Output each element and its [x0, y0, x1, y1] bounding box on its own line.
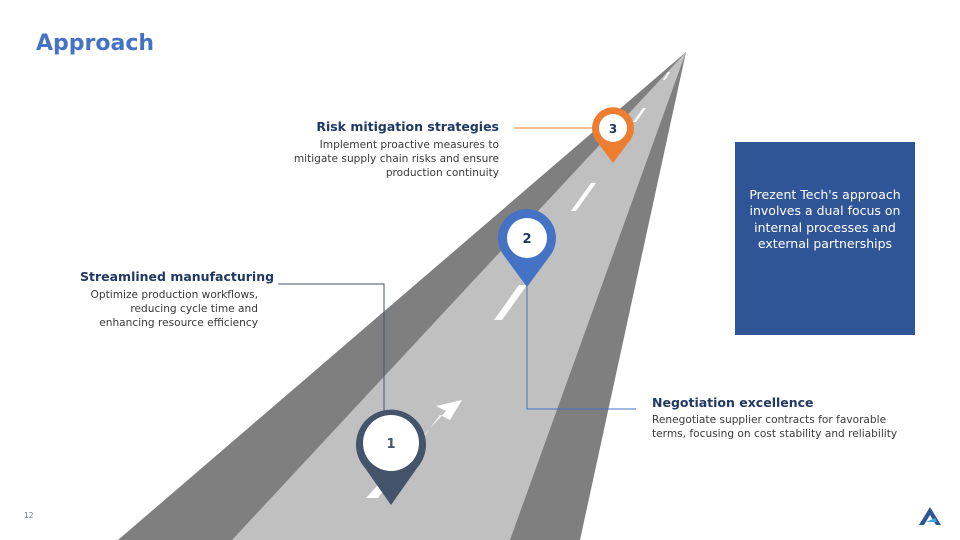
- step-3-text: Risk mitigation strategies Implement pro…: [294, 119, 499, 181]
- step-1-description: Optimize production workflows, reducing …: [91, 288, 258, 331]
- lane-dash: [494, 285, 527, 320]
- step-3-line: mitigate supply chain risks and ensure: [293, 153, 499, 166]
- callout-box: Prezent Tech's approach involves a dual …: [735, 142, 915, 335]
- step-2-line: terms, focusing on cost stability and re…: [652, 428, 898, 441]
- connector-line-1: [278, 283, 385, 412]
- slide-title: Approach: [36, 31, 155, 56]
- step-1-line: enhancing resource efficiency: [99, 317, 258, 330]
- step-1-line: Optimize production workflows,: [90, 289, 258, 301]
- map-pin-3-icon: [592, 107, 634, 163]
- callout-text: Prezent Tech's approach involves a dual …: [749, 186, 901, 252]
- step-2-text: Negotiation excellence Renegotiate suppl…: [652, 395, 897, 441]
- lane-dash: [571, 183, 596, 211]
- step-3-line: production continuity: [385, 167, 499, 180]
- step-3-description: Implement proactive measures to mitigate…: [294, 138, 499, 181]
- step-number-3: 3: [609, 122, 617, 136]
- brand-logo-icon: [919, 507, 941, 525]
- step-1-heading-wrap: Streamlined manufacturing: [80, 269, 274, 285]
- step-3-line: Implement proactive measures to: [319, 139, 499, 151]
- step-1-line: reducing cycle time and: [130, 303, 258, 316]
- map-pin-2-icon: [497, 209, 556, 287]
- step-number-2: 2: [522, 232, 531, 247]
- road-inner: [232, 52, 686, 540]
- page-number: 12: [24, 511, 34, 520]
- step-number-1: 1: [386, 437, 395, 452]
- step-2-description: Renegotiate supplier contracts for favor…: [652, 413, 897, 441]
- lane-dash: [663, 72, 670, 80]
- lane-dash: [633, 108, 646, 122]
- step-3-heading: Risk mitigation strategies: [316, 119, 499, 134]
- step-2-heading: Negotiation excellence: [652, 395, 814, 410]
- step-2-line: Renegotiate supplier contracts for favor…: [652, 414, 887, 426]
- map-pin-1-icon: [356, 409, 426, 505]
- connector-line-2: [526, 270, 636, 410]
- step-1-heading: Streamlined manufacturing: [80, 269, 275, 284]
